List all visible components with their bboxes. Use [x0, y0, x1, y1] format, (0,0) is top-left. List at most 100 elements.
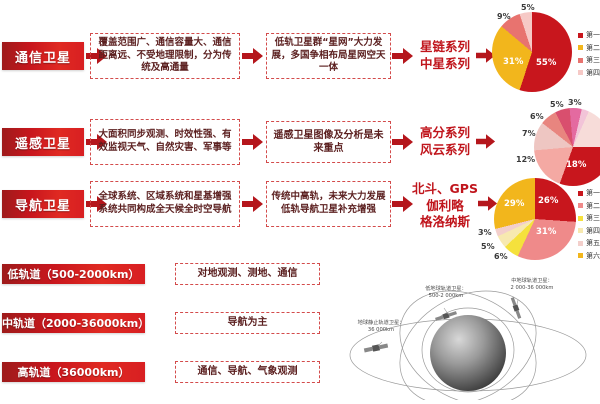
legend-swatch-icon — [578, 45, 583, 50]
pie-slice-label: 31% — [536, 227, 557, 237]
example-item: 中星系列 — [419, 56, 470, 71]
arrow-right-icon — [242, 48, 263, 64]
legend-label: 第四类 — [586, 68, 600, 77]
pie-slice-label: 9% — [497, 12, 511, 21]
arrow-right-icon — [392, 134, 413, 150]
orbit-diagram-label-meo-title: 中地球轨道卫星： — [511, 278, 553, 284]
legend-swatch-icon — [578, 203, 583, 208]
arrow-right-icon — [86, 48, 107, 64]
legend-swatch-icon — [578, 70, 583, 75]
category-chip-navigation: 导航卫星 — [2, 190, 84, 218]
pie-slice-label: 7% — [522, 129, 536, 138]
trend-box-communication: 低轨卫星群“星网”大力发展，多国争相布局星网空天一体 — [266, 33, 391, 79]
pie-slice-label: 3% — [568, 98, 582, 107]
arrow-right-icon — [392, 48, 413, 64]
pie-slice-label: 5% — [550, 100, 564, 109]
legend-item: 第二类 — [578, 201, 600, 211]
example-item: 格洛纳斯 — [419, 214, 470, 230]
pie-slice-label: 5% — [481, 242, 495, 251]
arrow-right-icon — [478, 196, 498, 211]
orbit-diagram-label-leo-value: 500-2 000km — [428, 292, 464, 299]
pie-slice-label: 5% — [521, 3, 535, 12]
orbit-diagram-label-leo: 低地球轨道卫星： 500-2 000km — [402, 286, 490, 299]
legend-swatch-icon — [578, 190, 583, 196]
arrow-right-icon — [476, 48, 496, 63]
orbit-use-low: 对地观测、测地、通信 — [175, 263, 320, 285]
trend-box-navigation: 传统中高轨，未来大力发展低轨导航卫星补充增强 — [266, 181, 391, 227]
legend-label: 第二类 — [586, 43, 600, 52]
legend-swatch-icon — [578, 32, 583, 38]
example-list-navigation: 北斗、GPS 伽利略 格洛纳斯 — [412, 180, 478, 230]
example-list-remote-sensing: 高分系列 风云系列 — [414, 122, 476, 162]
arrow-right-icon — [242, 196, 263, 212]
legend-swatch-icon — [578, 253, 583, 258]
arrow-right-icon — [242, 134, 263, 150]
legend-item: 第一类 — [578, 188, 600, 198]
example-item: 风云系列 — [419, 142, 470, 157]
pie-slice-label: 12% — [516, 155, 536, 164]
arrow-right-icon — [392, 196, 413, 212]
pie-slice-label: 6% — [494, 252, 508, 261]
pie-slice-label: 55% — [536, 58, 557, 68]
satellite-icon-meo — [510, 297, 522, 319]
pie-slice-label: 18% — [566, 160, 587, 170]
feature-box-communication: 覆盖范围广、通信容量大、通信距离远、不受地理限制，分为传统及高通量 — [90, 33, 240, 79]
feature-box-remote-sensing: 大面积同步观测、时效性强、有效监视天气、自然灾害、军事等 — [90, 119, 240, 165]
orbit-diagram-label-leo-title: 低地球轨道卫星： — [425, 286, 467, 292]
orbit-diagram-label-geo-title: 地球静止轨道卫星： — [357, 320, 405, 326]
legend-label: 第六类 — [586, 251, 600, 260]
legend-label: 第三类 — [586, 214, 600, 222]
category-chip-communication: 通信卫星 — [2, 42, 84, 70]
satellite-icon-geo — [363, 343, 389, 353]
example-list-communication: 星链系列 中星系列 — [414, 36, 476, 76]
orbit-diagram-label-meo: 中地球轨道卫星： 2 000-36 000km — [484, 278, 580, 291]
orbit-chip-low: 低轨道（500-2000km） — [2, 264, 145, 284]
pie-slice-label: 29% — [504, 199, 525, 209]
orbit-use-high: 通信、导航、气象观测 — [175, 361, 320, 383]
pie-slice-label: 31% — [503, 57, 524, 67]
orbit-diagram-label-geo-value: 36 000km — [367, 326, 395, 333]
satellite-icon-leo — [435, 311, 457, 321]
legend-item: 第六类 — [578, 251, 600, 261]
category-chip-remote-sensing: 遥感卫星 — [2, 128, 84, 156]
legend-label: 第一类 — [586, 189, 600, 197]
legend-item: 第四类 — [578, 226, 600, 236]
pie-legend-communication: 第一类 第二类 第三类 第四类 — [578, 30, 600, 78]
legend-item: 第三类 — [578, 213, 600, 223]
example-item: 伽利略 — [426, 197, 464, 213]
legend-item: 第四类 — [578, 68, 600, 78]
arrow-right-icon — [86, 134, 107, 150]
legend-item: 第一类 — [578, 30, 600, 40]
legend-label: 第四类 — [586, 226, 600, 235]
legend-swatch-icon — [578, 240, 583, 246]
legend-item: 第二类 — [578, 43, 600, 53]
legend-label: 第一类 — [586, 31, 600, 39]
legend-label: 第二类 — [586, 201, 600, 210]
pie-slice-label: 6% — [530, 112, 544, 121]
legend-label: 第三类 — [586, 56, 600, 64]
arrow-right-icon — [476, 134, 496, 149]
pie-chart-navigation — [494, 178, 576, 260]
pie-legend-navigation: 第一类 第二类 第三类 第四类 第五类 第六类 — [578, 188, 600, 261]
legend-swatch-icon — [578, 215, 583, 221]
pie-slice-label: 3% — [478, 228, 492, 237]
orbit-diagram-label-geo: 地球静止轨道卫星： 36 000km — [338, 320, 424, 333]
legend-item: 第三类 — [578, 55, 600, 65]
feature-box-navigation: 全球系统、区域系统和星基增强系统共同构成全天候全时空导航 — [90, 181, 240, 227]
example-item: 高分系列 — [419, 125, 470, 141]
example-item: 北斗、GPS — [412, 180, 478, 196]
pie-chart-remote-sensing — [534, 108, 600, 186]
orbit-chip-high: 高轨道（36000km） — [2, 362, 145, 382]
pie-slice-label: 26% — [538, 196, 559, 206]
pie-chart-communication — [492, 12, 572, 92]
legend-swatch-icon — [578, 228, 583, 233]
legend-item: 第五类 — [578, 238, 600, 248]
orbit-diagram: 低地球轨道卫星： 500-2 000km 中地球轨道卫星： 2 000-36 0… — [336, 270, 600, 404]
legend-swatch-icon — [578, 57, 583, 63]
orbit-diagram-label-meo-value: 2 000-36 000km — [510, 284, 554, 291]
orbit-chip-mid: 中轨道（2000-36000km） — [2, 313, 149, 333]
legend-label: 第五类 — [586, 239, 600, 247]
trend-box-remote-sensing: 遥感卫星图像及分析是未来重点 — [266, 121, 391, 163]
arrow-right-icon — [86, 196, 107, 212]
